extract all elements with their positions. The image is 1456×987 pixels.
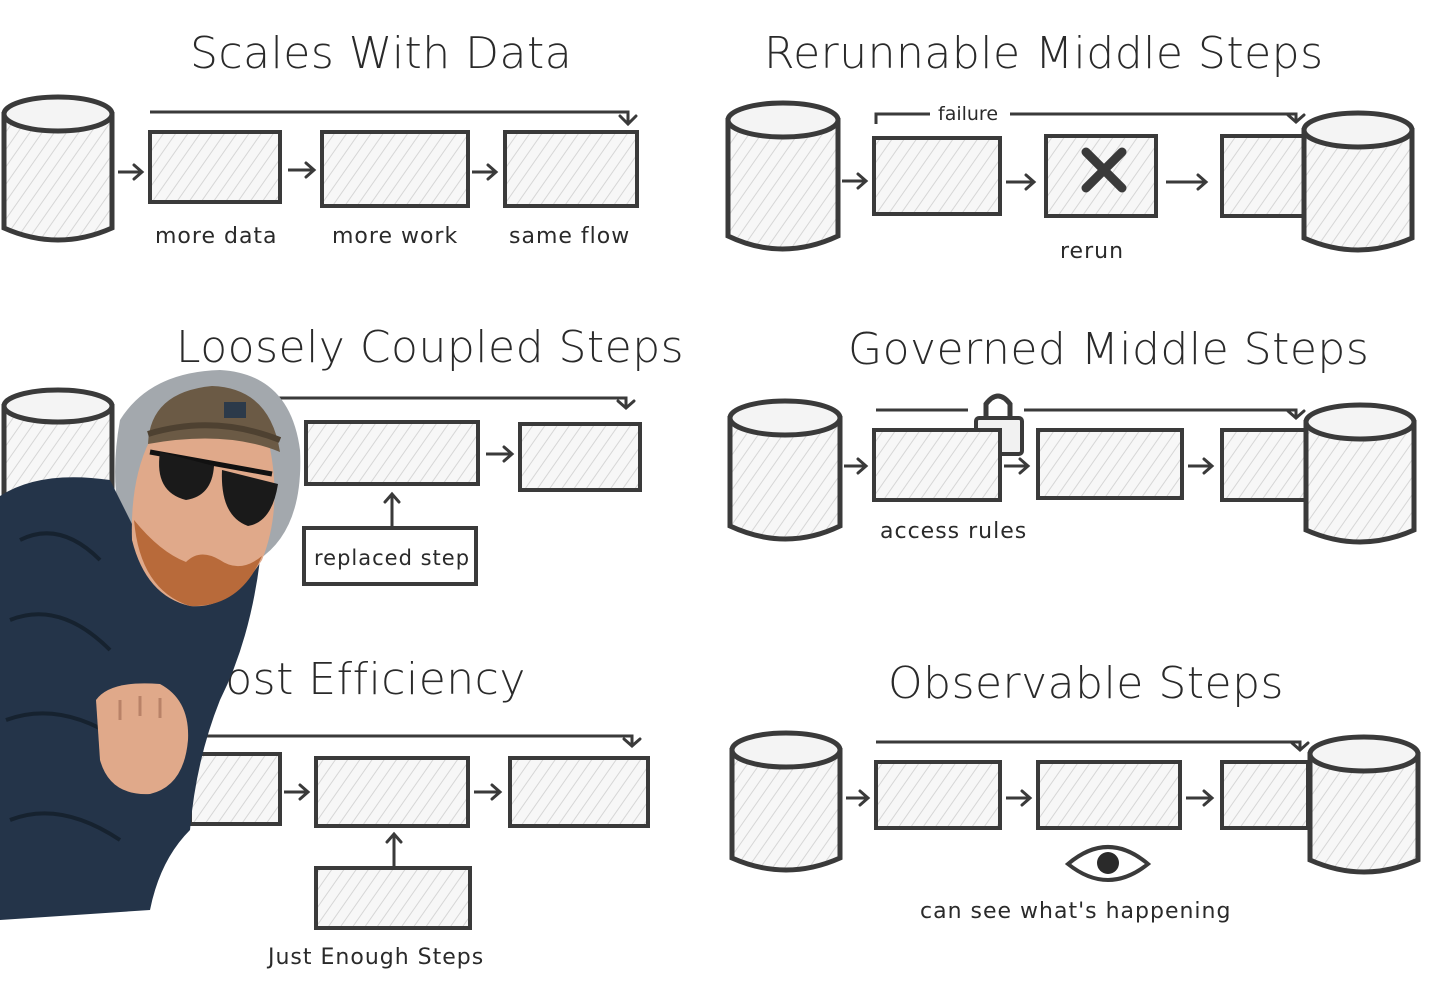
bypass-arrow xyxy=(270,396,628,408)
bypass-arrow xyxy=(876,740,1302,750)
step-box xyxy=(1036,760,1182,830)
database-source-icon xyxy=(1,94,115,243)
step-box xyxy=(314,866,472,930)
database-target-icon xyxy=(1303,402,1417,545)
database-source-icon xyxy=(725,100,841,252)
more-data-label: more data xyxy=(155,224,278,249)
step-box xyxy=(314,756,470,828)
database-target-icon xyxy=(1307,734,1421,875)
panel-rerunnable-middle-steps: Rerunnable Middle Steps failure rerun xyxy=(725,28,1415,264)
bypass-arrow xyxy=(150,110,630,124)
step-box xyxy=(872,428,1002,502)
panel-scales-with-data: Scales With Data more data more work sam… xyxy=(1,28,639,249)
panel-title: Scales With Data xyxy=(190,28,572,79)
bypass-arrow xyxy=(190,734,634,746)
bypass-arrow xyxy=(1024,408,1298,418)
panel-title: Rerunnable Middle Steps xyxy=(764,28,1324,79)
panel-observable-steps: Observable Steps can see what's happenin… xyxy=(729,658,1421,924)
bypass-arrow xyxy=(1010,112,1298,122)
database-source-icon xyxy=(727,398,843,542)
database-source-icon xyxy=(729,730,843,873)
step-box xyxy=(1220,134,1308,218)
replaced-step-box xyxy=(302,526,478,586)
step-box xyxy=(304,420,480,486)
step-box xyxy=(1036,428,1184,500)
fist xyxy=(96,683,189,795)
panel-title: Loosely Coupled Steps xyxy=(176,322,684,373)
step-box xyxy=(320,130,470,208)
step-box xyxy=(508,756,650,828)
can-see-label: can see what's happening xyxy=(920,899,1231,924)
failure-x-icon xyxy=(1081,147,1127,193)
step-box xyxy=(518,422,642,492)
step-box xyxy=(872,136,1002,216)
access-rules-label: access rules xyxy=(880,519,1027,544)
panel-cost-efficiency: Cost Efficiency Just Enough Steps xyxy=(188,654,650,970)
step-box xyxy=(1220,428,1308,502)
panel-title: Observable Steps xyxy=(888,658,1284,709)
step-box xyxy=(148,130,282,204)
step-box xyxy=(503,130,639,208)
failure-label: failure xyxy=(938,103,998,125)
person-photo xyxy=(0,370,301,920)
panel-title: Cost Efficiency xyxy=(194,654,526,705)
step-box xyxy=(874,760,1002,830)
same-flow-label: same flow xyxy=(509,224,630,249)
more-work-label: more work xyxy=(332,224,458,249)
rerun-label: rerun xyxy=(1060,239,1124,264)
sunglasses-icon xyxy=(149,449,278,526)
database-target-icon xyxy=(1301,110,1415,253)
panel-governed-middle-steps: Governed Middle Steps access rules xyxy=(727,324,1417,545)
eye-icon xyxy=(1064,845,1152,882)
step-box xyxy=(188,752,282,826)
replaced-step-label: replaced step xyxy=(314,546,470,570)
beanie-patch-icon xyxy=(224,402,246,418)
panel-title: Governed Middle Steps xyxy=(848,324,1369,375)
just-enough-steps-label: Just Enough Steps xyxy=(266,945,484,970)
step-box xyxy=(1220,760,1310,830)
